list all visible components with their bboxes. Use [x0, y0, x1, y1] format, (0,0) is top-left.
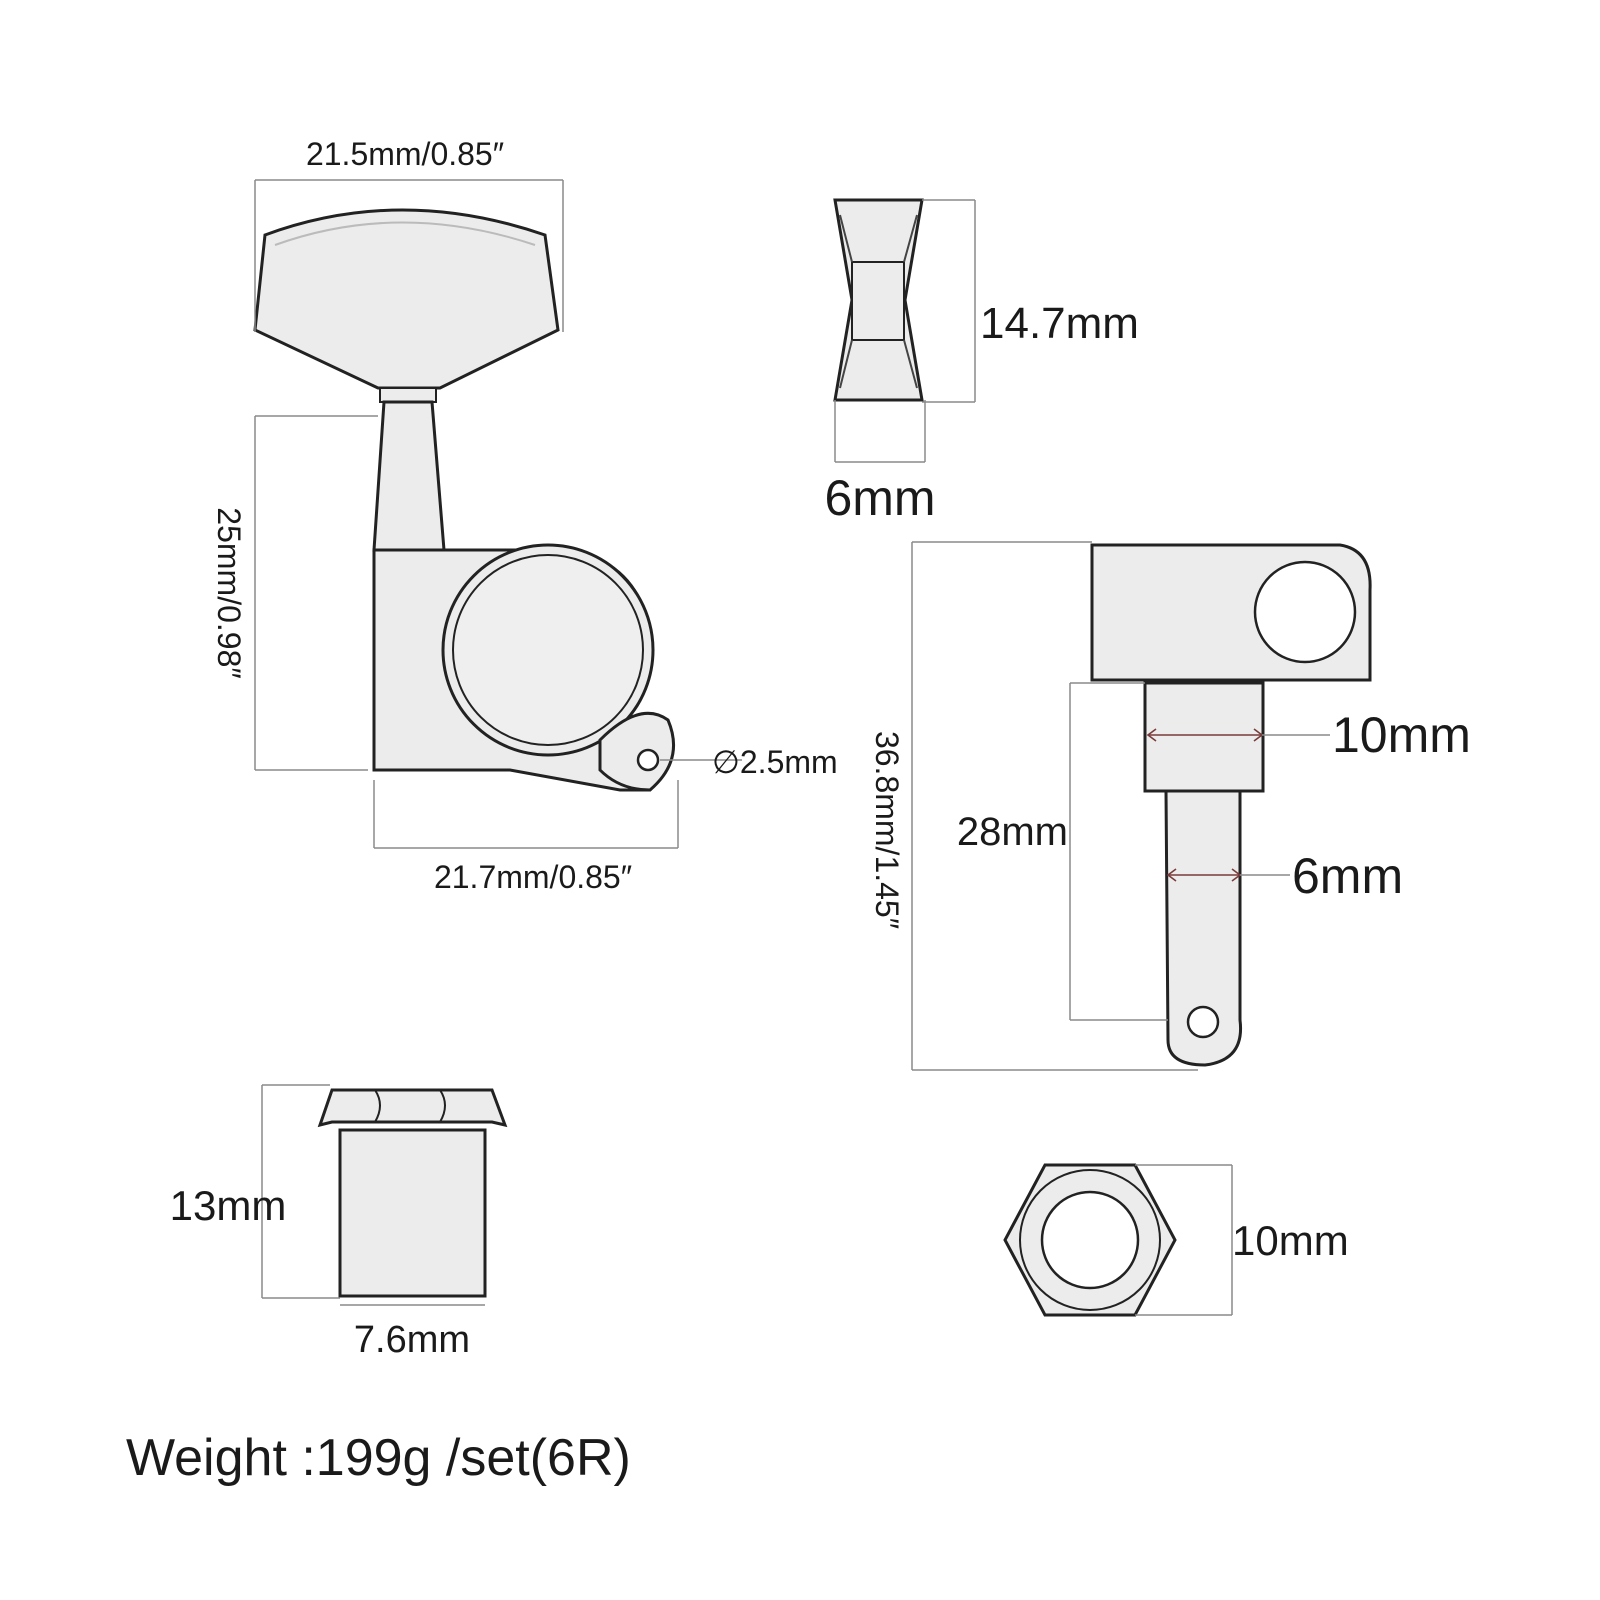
tuner-post [372, 400, 446, 552]
tuner-button-highlight [274, 221, 536, 246]
weight-label: Weight :199g /set(6R) [126, 1429, 631, 1487]
post-diameter-label: 6mm [1292, 848, 1403, 904]
bushing-body [338, 1128, 487, 1298]
hex-nut-bore [1040, 1190, 1140, 1290]
bushing-height-label: 13mm [170, 1182, 287, 1229]
hex-nut-size-label: 10mm [1232, 1217, 1349, 1264]
tuner-side-view: 36.8mm/1.45″ 28mm 10mm 6mm [869, 541, 1471, 1071]
string-hole [1186, 1005, 1220, 1039]
side-bushing-section [1143, 681, 1265, 793]
gear-cover-inner [452, 554, 644, 746]
button-height-label: 14.7mm [980, 299, 1139, 348]
post-length-label: 28mm [957, 810, 1068, 854]
post-height-label: 25mm/0.98″ [211, 507, 247, 678]
button-neck-ring [379, 387, 437, 403]
total-height-label: 36.8mm/1.45″ [869, 731, 905, 929]
hex-nut-view: 10mm [1003, 1163, 1349, 1317]
bushing-view: 13mm 7.6mm [170, 1084, 508, 1361]
button-width-label: 21.5mm/0.85″ [306, 136, 504, 172]
tuner-button [253, 208, 560, 390]
mounting-tab [598, 711, 676, 792]
button-side-view: 14.7mm 6mm [824, 198, 1139, 526]
housing-width-label: 21.7mm/0.85″ [434, 859, 632, 895]
side-gear-cover [1253, 560, 1357, 664]
side-string-post [1164, 789, 1243, 1067]
screw-hole-label: ∅2.5mm [712, 744, 838, 780]
bushing-diameter-label: 10mm [1332, 707, 1471, 763]
bushing-diameter-label-bottom: 7.6mm [354, 1319, 470, 1361]
screw-hole [636, 748, 660, 772]
bushing-flange [317, 1088, 508, 1128]
button-width-label-side: 6mm [824, 470, 935, 526]
button-side-face [851, 261, 905, 341]
tuner-front-view: 21.5mm/0.85″ 25mm/0.98″ 21.7mm/0.85″ ∅2.… [211, 136, 838, 895]
